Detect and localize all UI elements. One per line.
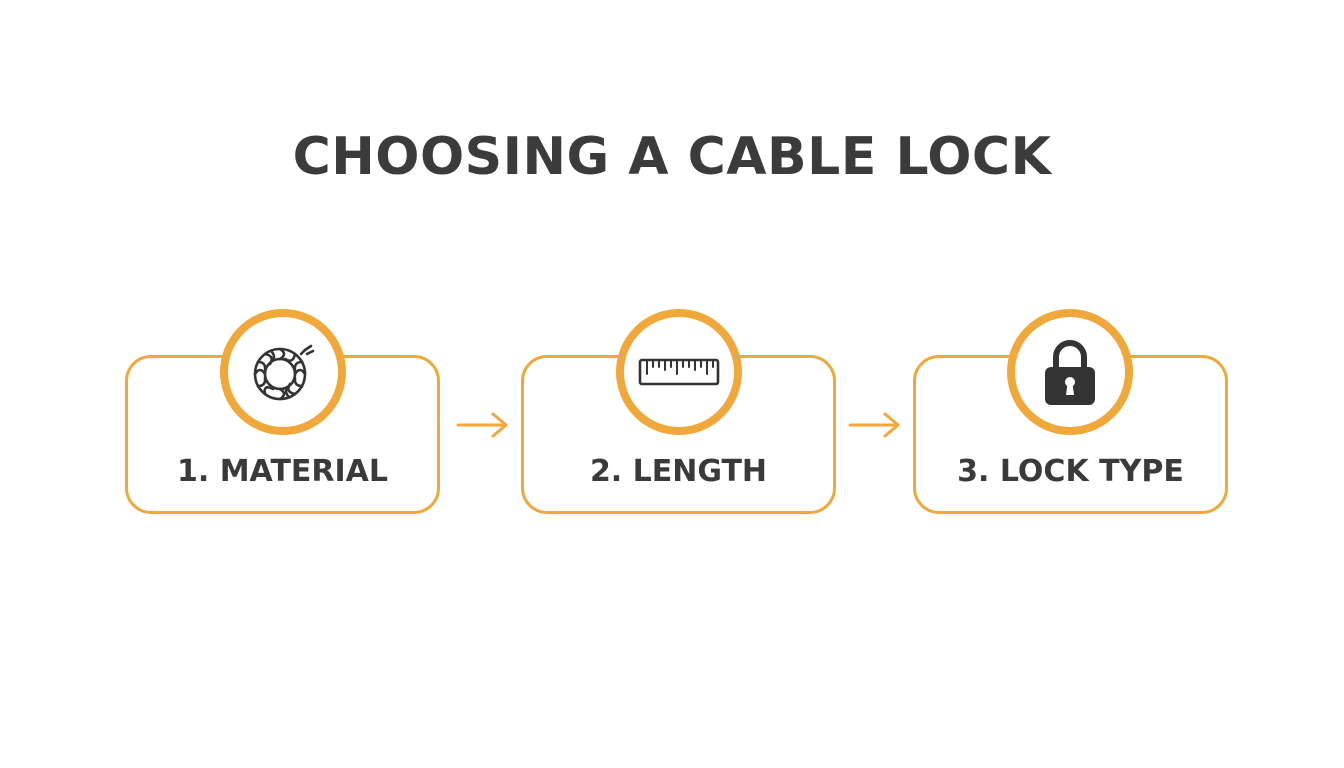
step-badge-lock-type — [1007, 309, 1133, 435]
step-label-lock-type: 3. LOCK TYPE — [957, 454, 1184, 489]
ruler-icon — [638, 358, 720, 386]
arrow-right-icon — [848, 412, 900, 438]
braided-cable-icon — [253, 344, 315, 401]
page-title: CHOOSING A CABLE LOCK — [292, 127, 1052, 187]
padlock-icon — [1045, 340, 1095, 405]
step-badge-material — [220, 309, 346, 435]
arrow-right-icon — [456, 412, 508, 438]
step-label-length: 2. LENGTH — [589, 454, 768, 489]
step-label-material: 1. MATERIAL — [176, 454, 388, 489]
step-badge-length — [616, 309, 742, 435]
